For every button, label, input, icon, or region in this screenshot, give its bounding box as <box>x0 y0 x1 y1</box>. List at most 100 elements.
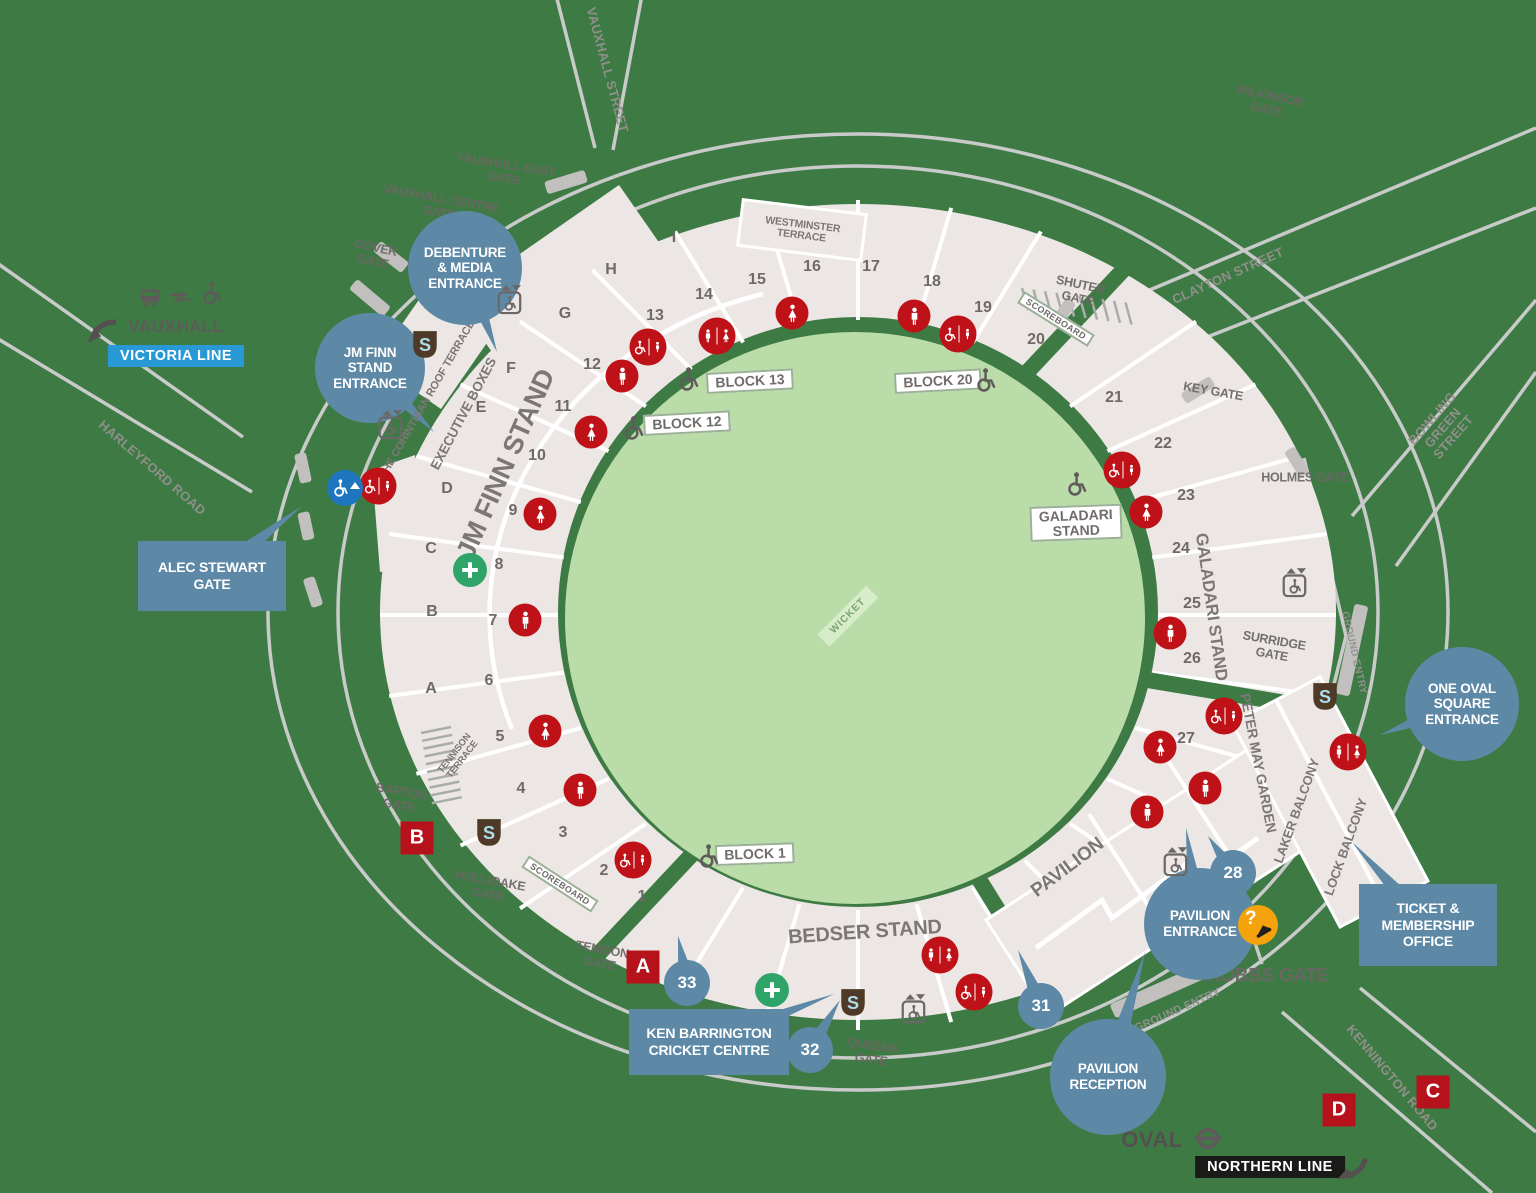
female-toilet-icon <box>1129 495 1163 529</box>
wheelchair-access-icon <box>695 843 722 870</box>
stand-block-number: 13 <box>646 307 664 324</box>
block-tag: BLOCK 1 <box>714 842 796 866</box>
stand-block-number: 20 <box>1027 331 1045 348</box>
accessible-baby-change-icon <box>955 973 993 1011</box>
stand-block-number: 10 <box>528 447 546 464</box>
stand-block-letter: F <box>506 360 516 377</box>
bus-icon <box>138 285 163 310</box>
callout-bubble: PAVILION RECEPTION <box>1050 1019 1166 1135</box>
accessible-baby-change-icon <box>614 841 652 879</box>
unisex-toilet-icon <box>1329 733 1367 771</box>
stand-block-number: 17 <box>862 258 880 275</box>
female-toilet-icon <box>528 714 562 748</box>
wheelchair-access-icon <box>972 367 999 394</box>
male-toilet-icon <box>1153 616 1187 650</box>
callout-box: TICKET & MEMBERSHIP OFFICE <box>1359 884 1497 966</box>
numbered-location-pin: 33 <box>664 960 710 1006</box>
stand-block-number: 2 <box>599 862 609 879</box>
stand-block-letter: B <box>426 603 438 620</box>
steward-shield-icon <box>473 817 505 849</box>
northern-line-badge: NORTHERN LINE <box>1195 1156 1345 1178</box>
stand-block-number: 12 <box>583 356 601 373</box>
unisex-toilet-icon <box>921 936 959 974</box>
stand-block-number: 6 <box>484 672 494 689</box>
numbered-location-pin: 31 <box>1018 983 1064 1029</box>
male-toilet-icon <box>1130 795 1164 829</box>
vauxhall-direction-arrow-icon <box>86 315 120 349</box>
stand-block-number: 18 <box>923 273 941 290</box>
callout-bubble: DEBENTURE & MEDIA ENTRANCE <box>408 211 522 325</box>
first-aid-icon <box>453 553 487 587</box>
steward-shield-icon <box>1309 681 1341 713</box>
steward-shield-icon <box>409 329 441 361</box>
male-toilet-icon <box>1188 771 1222 805</box>
callout-bubble: JM FINN STAND ENTRANCE <box>315 313 425 423</box>
stand-block-number: 16 <box>803 258 821 275</box>
step-free-access-icon <box>198 280 224 306</box>
stand-block-number: 4 <box>516 780 526 797</box>
vauxhall-station-label: VAUXHALL <box>128 317 224 336</box>
stand-block-number: 15 <box>748 271 766 288</box>
stand-block-number: 5 <box>495 728 505 745</box>
stand-block-number: 23 <box>1177 487 1195 504</box>
stand-block-number: 7 <box>488 612 498 629</box>
accessible-baby-change-icon <box>359 467 397 505</box>
stand-block-number: 9 <box>508 502 518 519</box>
wheelchair-access-icon <box>675 366 702 393</box>
entrance-letter-badge: B <box>400 821 434 855</box>
rail-icon <box>168 289 192 306</box>
male-toilet-icon <box>897 299 931 333</box>
lift-icon <box>1280 568 1308 598</box>
female-toilet-icon <box>574 415 608 449</box>
stand-block-number: 22 <box>1154 435 1172 452</box>
male-toilet-icon <box>508 603 542 637</box>
callout-bubble: ONE OVAL SQUARE ENTRANCE <box>1405 647 1519 761</box>
male-toilet-icon <box>605 359 639 393</box>
stand-block-letter: G <box>558 305 572 322</box>
stand-block-letter: A <box>425 680 437 697</box>
female-toilet-icon <box>1143 730 1177 764</box>
entrance-letter-badge: D <box>1322 1093 1356 1127</box>
male-toilet-icon <box>563 773 597 807</box>
wheelchair-access-icon <box>620 415 647 442</box>
question-mark: ? <box>1245 908 1257 929</box>
wheelchair-access-icon <box>1063 471 1090 498</box>
lift-icon <box>376 410 404 440</box>
information-point-icon: ? <box>1238 905 1278 945</box>
lift-icon <box>1161 847 1189 877</box>
unisex-toilet-icon <box>698 317 736 355</box>
callout-box: ALEC STEWART GATE <box>138 541 286 611</box>
stand-block-number: 14 <box>695 286 713 303</box>
stand-block-number: 1 <box>637 888 647 905</box>
stand-block-number: 8 <box>494 556 504 573</box>
accessible-entrance-icon <box>327 470 363 506</box>
victoria-line-badge: VICTORIA LINE <box>107 345 245 367</box>
female-toilet-icon <box>775 296 809 330</box>
stand-block-number: 11 <box>554 398 572 415</box>
numbered-location-pin: 28 <box>1210 850 1256 896</box>
first-aid-icon <box>755 973 789 1007</box>
stand-block-letter: H <box>605 261 617 278</box>
stand-block-number: 27 <box>1177 730 1195 747</box>
lift-icon <box>495 285 523 315</box>
entrance-letter-badge: C <box>1416 1075 1450 1109</box>
female-toilet-icon <box>523 497 557 531</box>
steward-shield-icon <box>837 987 869 1019</box>
accessible-baby-change-icon <box>1205 697 1243 735</box>
stand-block-number: 3 <box>558 824 568 841</box>
stand-block-number: 24 <box>1172 540 1190 557</box>
underground-roundel-icon <box>1193 1125 1223 1153</box>
oval-direction-arrow-icon <box>1335 1151 1370 1186</box>
stand-block-letter: E <box>475 399 487 416</box>
lift-icon <box>899 994 927 1024</box>
stand-block-number: 25 <box>1183 595 1201 612</box>
stand-block-number: 21 <box>1105 389 1123 406</box>
stand-block-letter: I <box>671 229 677 246</box>
gate-label: HOLMES GATE <box>1261 470 1349 485</box>
entry-bars <box>294 170 1368 1018</box>
accessible-baby-change-icon <box>939 315 977 353</box>
accessible-baby-change-icon <box>1103 451 1141 489</box>
stand-block-number: 26 <box>1183 650 1201 667</box>
stand-block-letter: D <box>441 480 453 497</box>
